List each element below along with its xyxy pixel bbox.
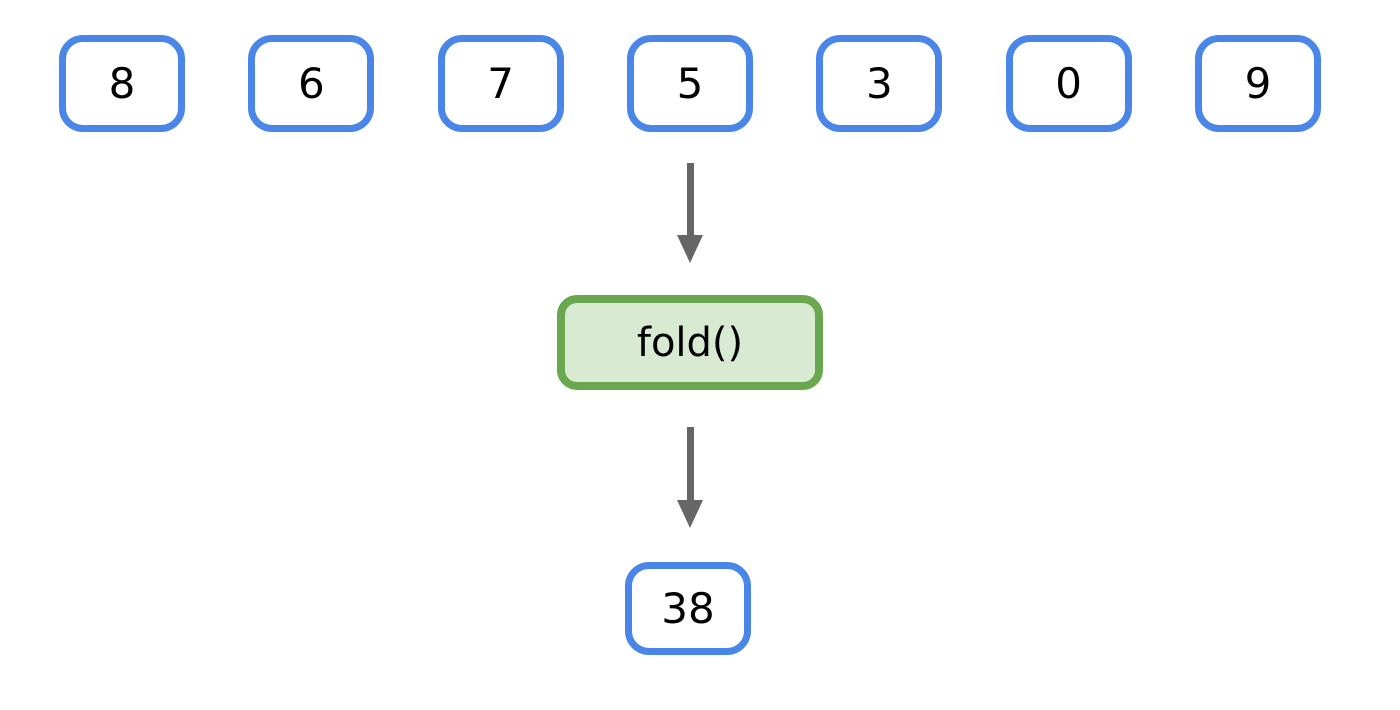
arrow-head <box>677 500 703 528</box>
input-value-label: 7 <box>487 59 515 108</box>
input-value-box-2: 6 <box>248 35 375 132</box>
down-arrow-icon <box>677 163 703 263</box>
arrow-head <box>677 235 703 263</box>
input-value-box-4: 5 <box>626 35 753 132</box>
input-value-label: 8 <box>108 59 136 108</box>
input-value-box-3: 7 <box>437 35 564 132</box>
input-value-label: 6 <box>297 59 325 108</box>
input-value-label: 9 <box>1244 59 1272 108</box>
down-arrow-icon <box>677 427 703 528</box>
input-value-box-7: 9 <box>1194 35 1321 132</box>
input-value-box-1: 8 <box>59 35 185 132</box>
result-value-label: 38 <box>661 584 715 633</box>
input-values-row: 8 6 7 5 3 0 9 <box>59 35 1321 132</box>
input-value-label: 5 <box>676 59 704 108</box>
result-value-box: 38 <box>625 562 751 655</box>
input-value-label: 0 <box>1055 59 1082 108</box>
arrow-shaft <box>686 427 694 500</box>
input-value-box-6: 0 <box>1005 35 1132 132</box>
operation-box: fold() <box>557 295 823 390</box>
input-value-box-5: 3 <box>816 35 943 132</box>
operation-label: fold() <box>636 319 744 366</box>
arrow-shaft <box>686 163 694 235</box>
input-value-label: 3 <box>865 59 893 108</box>
